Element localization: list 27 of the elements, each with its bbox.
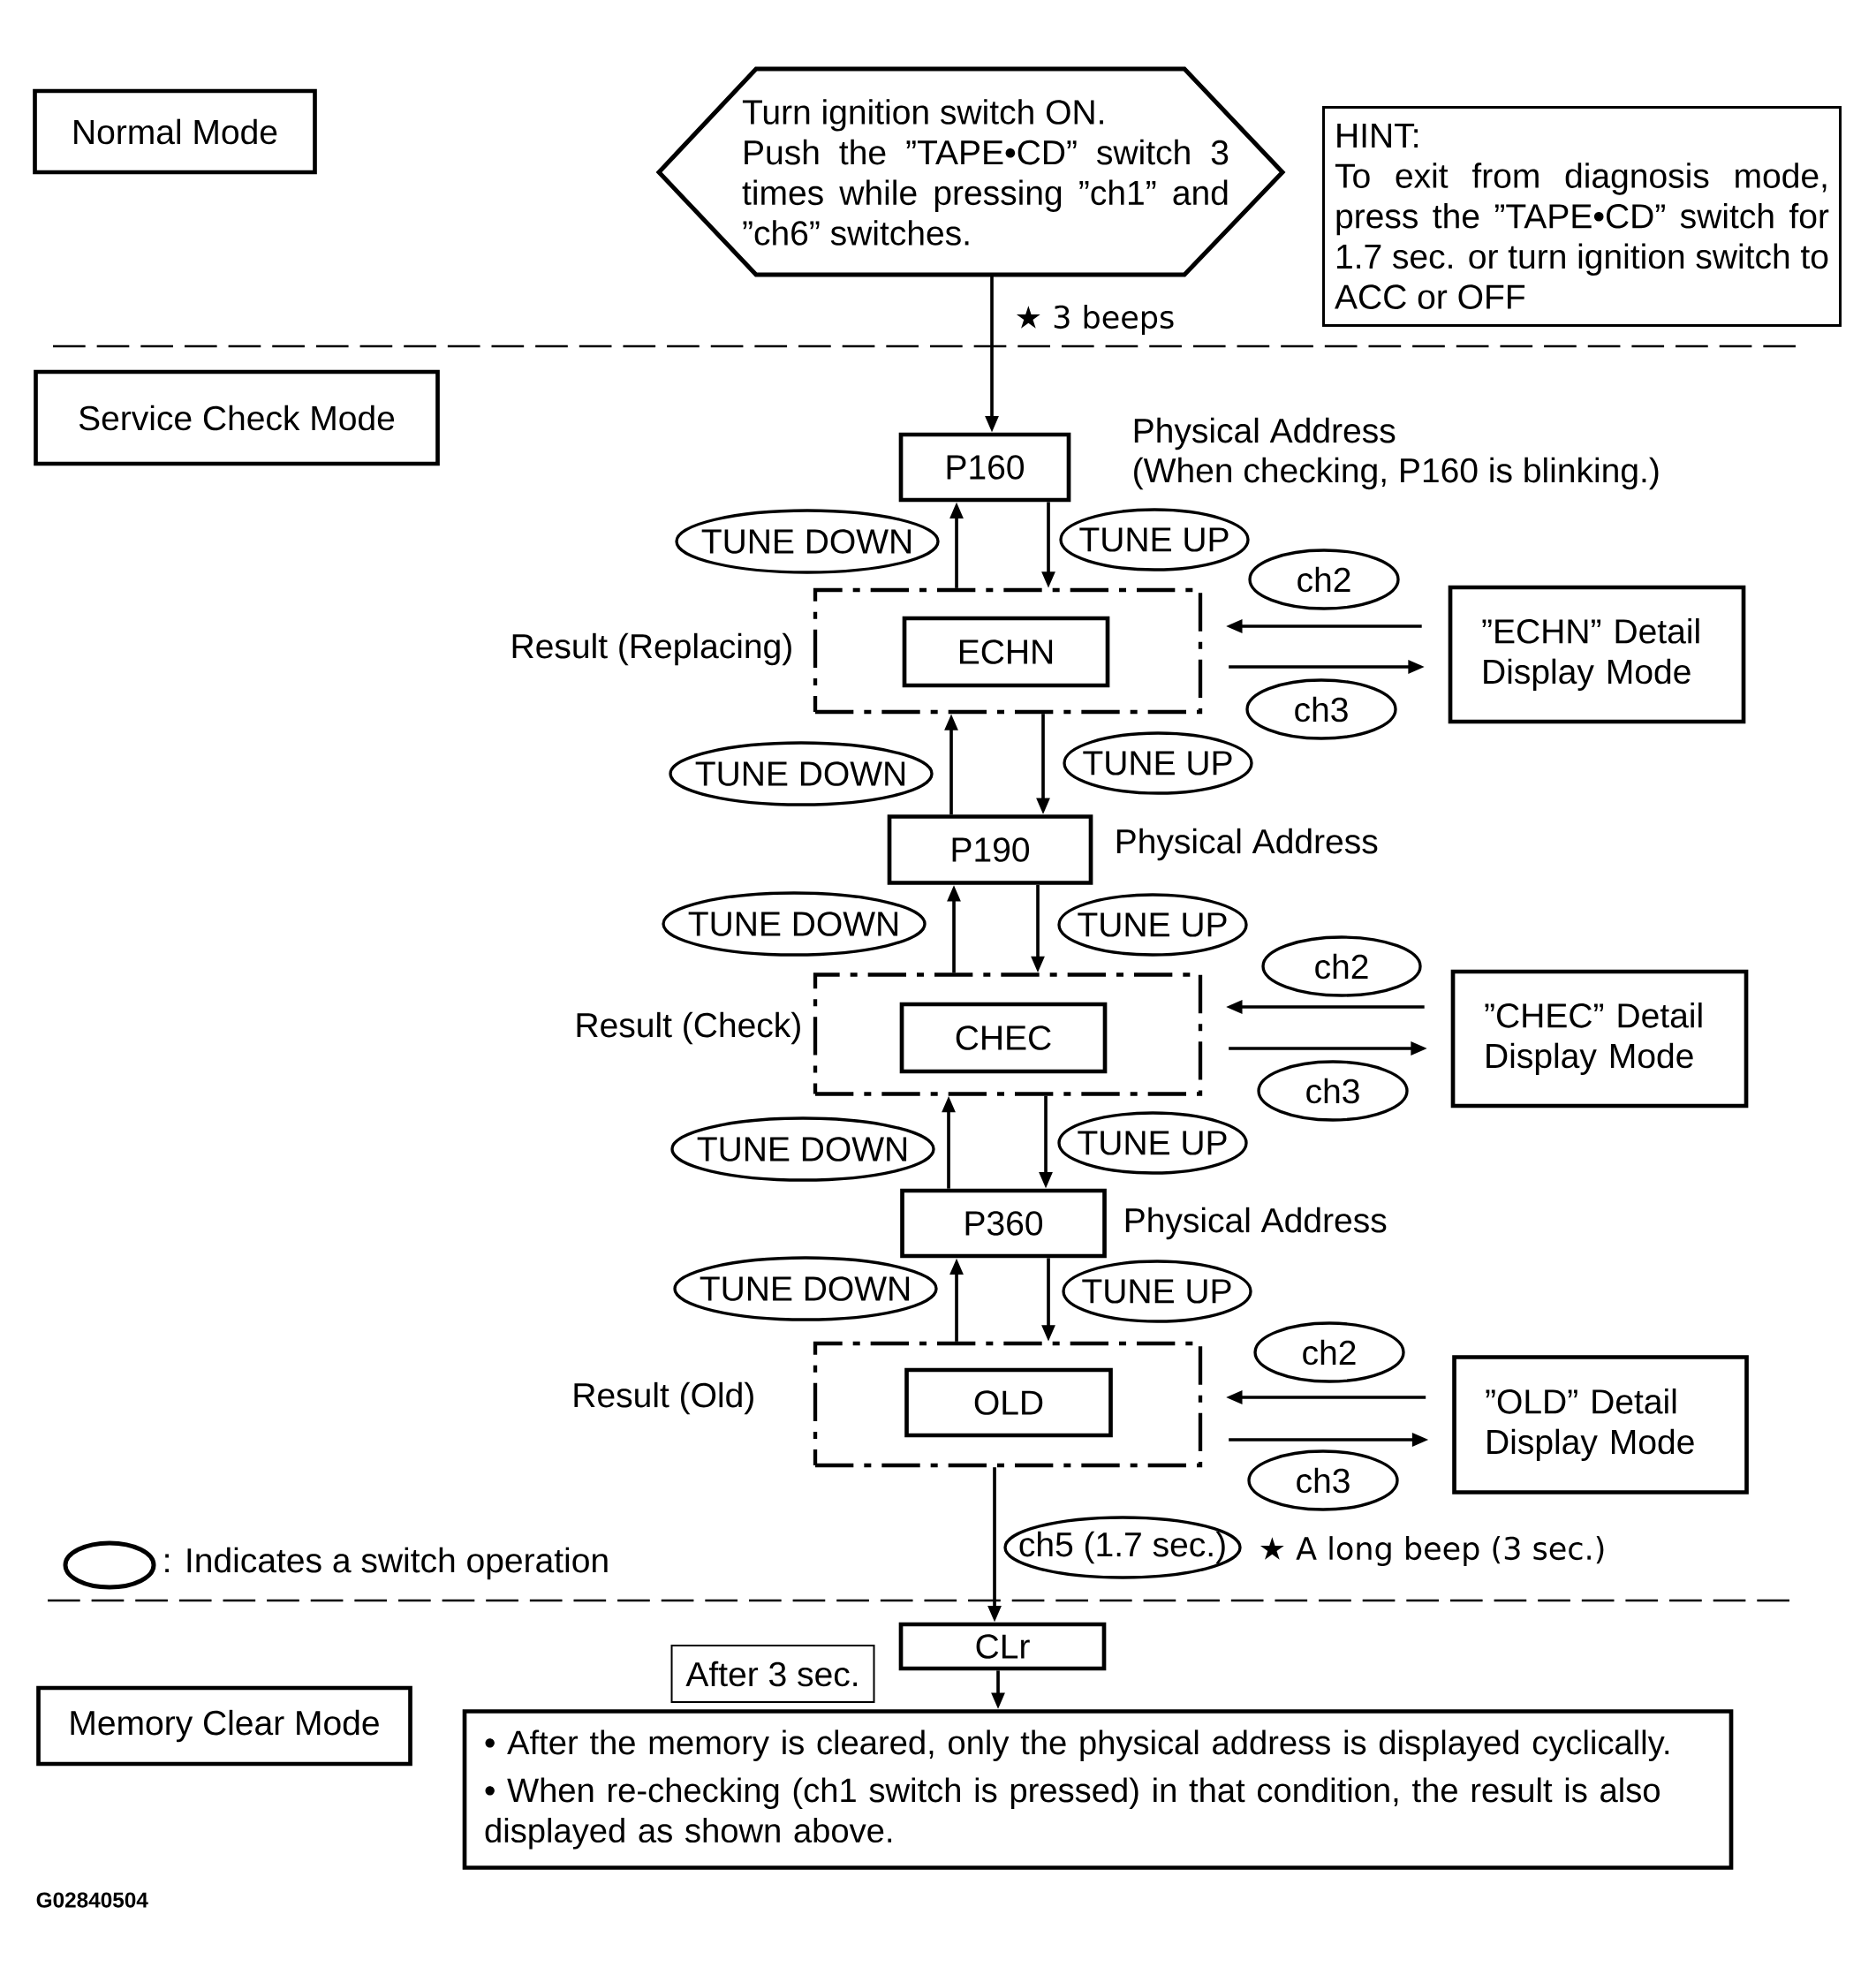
detail-mode-box: ”OLD” Detail Display Mode xyxy=(1452,1355,1749,1494)
edge-label: After 3 sec. xyxy=(670,1645,875,1704)
beep-note: ★ A long beep (3 sec.) xyxy=(1259,1536,1604,1566)
address-note: Physical Address xyxy=(1134,417,1396,450)
mode-box: Memory Clear Mode xyxy=(36,1685,412,1767)
result-label: Result (Check) xyxy=(577,1011,800,1045)
display-box: ECHN xyxy=(902,616,1110,688)
address-note: Physical Address xyxy=(1125,1207,1387,1240)
display-box: OLD xyxy=(904,1367,1113,1438)
display-box: CLr xyxy=(898,1622,1107,1671)
hint-box: HINT: To exit from diagnosis mode, press the ”TAPE•CD” switch for 1.7 sec. or turn ignition switch to ACC or OFF xyxy=(1322,106,1842,327)
edge-label: ★ 3 beeps xyxy=(1016,305,1174,335)
result-label: Result (Replacing) xyxy=(512,632,791,666)
detail-mode-box: ”ECHN” Detail Display Mode xyxy=(1448,585,1746,724)
address-note: Physical Address xyxy=(1116,828,1378,861)
address-note: (When checking, P160 is blinking.) xyxy=(1134,457,1659,490)
mode-box: Service Check Mode xyxy=(34,369,440,466)
legend-item: : Indicates a switch operation xyxy=(63,1540,608,1590)
result-label: Result (Old) xyxy=(574,1381,753,1415)
display-box: CHEC xyxy=(899,1002,1108,1074)
display-box: P190 xyxy=(887,814,1093,885)
detail-mode-box: ”CHEC” Detail Display Mode xyxy=(1450,969,1749,1109)
mode-box: Normal Mode xyxy=(33,88,317,175)
display-box: P160 xyxy=(898,432,1071,503)
figure-code: G02840504 xyxy=(36,1892,148,1908)
note-box: • After the memory is cleared, only the physical address is displayed cyclically. • When re-checking (ch1 switch is pressed) in that condition, the result is also displayed as shown above. xyxy=(462,1709,1734,1870)
display-box: P360 xyxy=(900,1188,1107,1259)
